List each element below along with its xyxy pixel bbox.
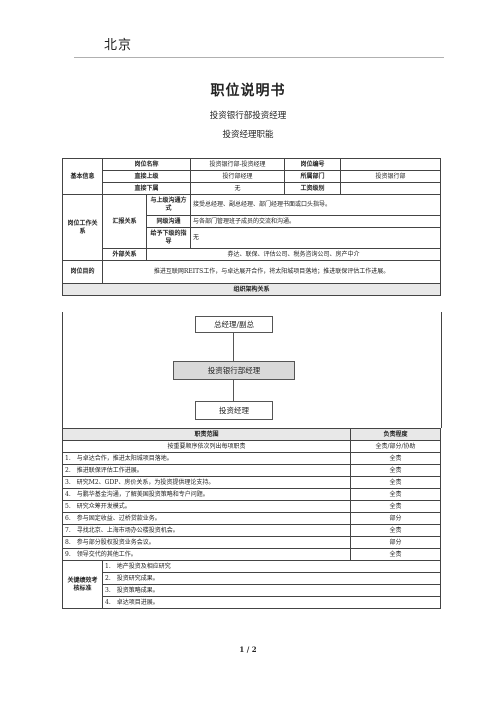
duty-degree: 全责 (350, 476, 442, 489)
kpi-item: 3. 投资策略成果。 (101, 584, 442, 597)
direct-subordinate-value: 无 (190, 182, 286, 195)
direct-superior-value: 投行部经理 (190, 170, 286, 183)
position-number-label: 岗位编号 (284, 158, 342, 171)
subordinate-guidance-label: 给予下级的指导 (145, 227, 192, 249)
duty-scope-header: 职责范围 (61, 428, 352, 441)
duty-text: 2. 推进联保评估工作进展。 (61, 464, 352, 477)
duty-degree: 全责 (350, 488, 442, 501)
position-number-value (340, 158, 442, 171)
peer-communication-label: 同级沟通 (145, 215, 192, 228)
duty-row: 9. 领导交代的其他工作。 全责 (61, 548, 442, 561)
duty-text: 6. 参与固定收益、过桥贷款业务。 (61, 512, 352, 525)
job-purpose-label: 岗位目的 (62, 260, 103, 284)
duty-text: 8. 参与部分股权投资业务会议。 (61, 536, 352, 549)
duty-row: 7. 寻找北京、上海市场办公楼投资机会。 全责 (61, 524, 442, 537)
org-node-general-manager: 总经理/副总 (195, 316, 273, 333)
duty-degree: 全责 (350, 548, 442, 561)
direct-superior-label: 直接上级 (101, 170, 192, 183)
external-relations-label: 外部关系 (102, 248, 147, 261)
org-structure-label: 组织架构关系 (61, 283, 442, 296)
kpi-label: 关键绩效考核标准 (62, 560, 103, 609)
duty-degree: 全责 (350, 452, 442, 465)
org-connector-bottom (233, 379, 234, 401)
kpi-item: 2. 投资研究成果。 (101, 572, 442, 585)
duty-degree: 全责 (350, 500, 442, 513)
duty-row: 8. 参与部分股权投资业务会议。 部分 (61, 536, 442, 549)
duty-degree: 部分 (350, 536, 442, 549)
duty-text: 9. 领导交代的其他工作。 (61, 548, 352, 561)
job-purpose-value: 推进互联网REITS工作，与卓达展开合作，将太阳城项目落地；推进联保评估工作进展… (101, 260, 442, 284)
duty-degree-header: 负责程度 (350, 428, 442, 441)
kpi-item: 1. 地产投资及相应研究 (101, 560, 442, 573)
direct-subordinate-label: 直接下属 (101, 182, 192, 195)
org-chart: 总经理/副总 投资银行部经理 投资经理 (62, 312, 442, 428)
salary-level-value (340, 182, 442, 195)
header-city: 北京 (104, 38, 133, 53)
work-relations-section-label: 岗位工作关系 (62, 194, 103, 261)
duty-row: 3. 研究M2、GDP、房价关系，为投资提供理论支持。 全责 (61, 476, 442, 489)
duty-text: 7. 寻找北京、上海市场办公楼投资机会。 (61, 524, 352, 537)
duty-text: 4. 与鹏华基金沟通，了解美国投资策略和专户问题。 (61, 488, 352, 501)
position-name-value: 投资银行部-投资经理 (190, 158, 286, 171)
duty-degree: 部分 (350, 512, 442, 525)
duty-degree: 全责 (350, 464, 442, 477)
org-node-investment-manager: 投资经理 (195, 401, 273, 420)
reporting-relations-label: 汇报关系 (102, 194, 147, 249)
duties-table: 职责范围 负责程度 按重要顺序依次列出每项职责 全责/部分/协助 1. 与卓达合… (61, 428, 442, 609)
position-name-label: 岗位名称 (101, 158, 192, 171)
document-title: 职位说明书 (210, 83, 286, 99)
header-divider (74, 57, 444, 58)
duty-degree-subheader: 全责/部分/协助 (350, 440, 442, 453)
page-number: 1 / 2 (239, 645, 257, 654)
job-info-table: 基本信息 岗位名称 投资银行部-投资经理 岗位编号 直接上级 投行部经理 所属部… (61, 158, 442, 296)
duty-text: 5. 研究众筹开发模式。 (61, 500, 352, 513)
duty-row: 6. 参与固定收益、过桥贷款业务。 部分 (61, 512, 442, 525)
duty-row: 2. 推进联保评估工作进展。 全责 (61, 464, 442, 477)
kpi-item: 4. 卓达项目进展。 (101, 596, 442, 609)
department-label: 所属部门 (284, 170, 342, 183)
document-subtitle-department: 投资银行部投资经理 (209, 111, 287, 121)
document-subtitle-function: 投资经理职能 (222, 130, 274, 140)
org-node-department-manager: 投资银行部经理 (173, 361, 295, 380)
upper-communication-label: 与上级沟通方式 (145, 194, 192, 216)
basic-info-section-label: 基本信息 (62, 158, 103, 195)
external-relations-value: 券达、联保、评估公司、税务咨询公司、房产中介 (145, 248, 442, 261)
duty-row: 5. 研究众筹开发模式。 全责 (61, 500, 442, 513)
salary-level-label: 工资级别 (284, 182, 342, 195)
peer-communication-value: 与各部门管理班子成员的交流和沟通。 (190, 215, 442, 228)
department-value: 投资银行部 (340, 170, 442, 183)
duty-degree: 全责 (350, 524, 442, 537)
duty-scope-subheader: 按重要顺序依次列出每项职责 (61, 440, 352, 453)
duty-row: 4. 与鹏华基金沟通，了解美国投资策略和专户问题。 全责 (61, 488, 442, 501)
upper-communication-value: 接受总经理、副总经理、部门经理书面或口头指导。 (190, 194, 442, 216)
duty-text: 3. 研究M2、GDP、房价关系，为投资提供理论支持。 (61, 476, 352, 489)
duty-row: 1. 与卓达合作，推进太阳城项目落地。 全责 (61, 452, 442, 465)
subordinate-guidance-value: 无 (190, 227, 442, 249)
duty-text: 1. 与卓达合作，推进太阳城项目落地。 (61, 452, 352, 465)
org-connector-top (233, 332, 234, 361)
